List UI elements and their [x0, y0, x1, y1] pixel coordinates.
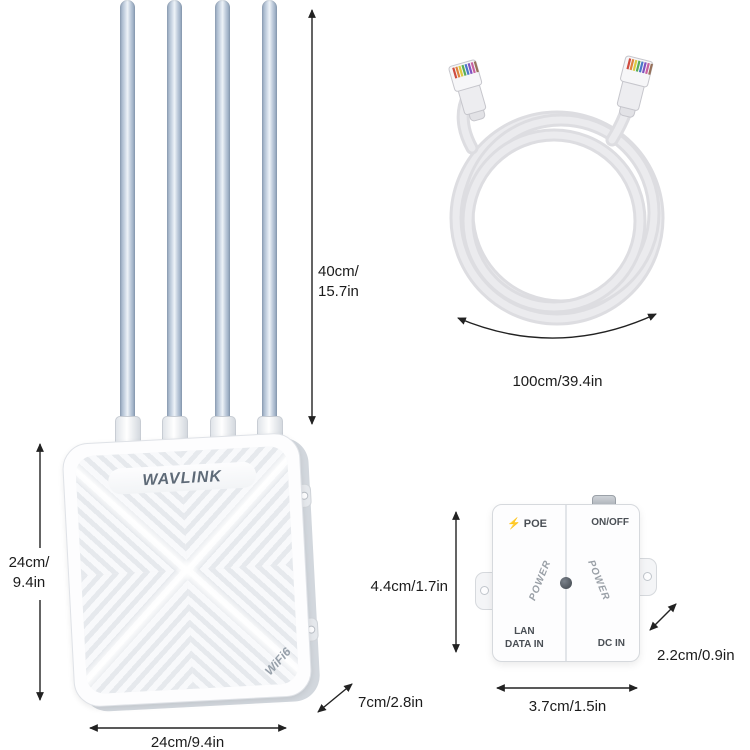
- router-front-face: WAVLINK WiFi6: [61, 431, 313, 709]
- cable-length-label: 100cm/39.4in: [512, 373, 603, 390]
- antenna-height-label: 40cm/ 15.7in: [318, 262, 359, 301]
- router-device: WAVLINK WiFi6: [61, 431, 321, 713]
- router-depth-arrow: [317, 683, 353, 713]
- poe-adapter: ⚡ POE ON/OFF POWER POWER LAN DATA IN DC …: [475, 495, 657, 662]
- router-height-line2: 9.4in: [12, 573, 46, 591]
- antenna-rod-4: [262, 0, 277, 422]
- cable-coil: [449, 89, 665, 326]
- rj45-connector-left: [448, 59, 487, 122]
- rj45-pins: [452, 61, 479, 79]
- router-height-label: 24cm/ 9.4in: [2, 553, 56, 592]
- router-height-line1: 24cm/: [8, 554, 50, 571]
- adapter-height-label: 4.4cm/1.7in: [370, 578, 448, 595]
- mounting-ear-left: [475, 572, 494, 610]
- power-label-left: POWER: [527, 558, 554, 603]
- router-depth-label: 7cm/2.8in: [358, 694, 424, 711]
- router-width-label: 24cm/9.4in: [150, 734, 225, 750]
- adapter-depth-label: 2.2cm/0.9in: [657, 647, 735, 664]
- antenna-rod-2: [167, 0, 182, 422]
- power-label-right: POWER: [585, 558, 612, 603]
- dc-in-label: DC IN: [597, 638, 625, 649]
- antenna-rod-1: [120, 0, 135, 422]
- lan-data-in-label: LAN DATA IN: [505, 625, 544, 651]
- antenna-height-line1: 40cm/: [318, 263, 359, 280]
- onoff-label: ON/OFF: [591, 517, 629, 528]
- poe-label: ⚡ POE: [507, 518, 547, 530]
- antenna-height-line2: 15.7in: [318, 282, 359, 300]
- rj45-connector-right: [616, 55, 654, 118]
- lan-label-line1: LAN: [514, 626, 535, 637]
- rj45-pins: [626, 58, 653, 75]
- mounting-ear-right: [638, 558, 657, 596]
- lan-label-line2: DATA IN: [505, 639, 544, 650]
- adapter-body: ⚡ POE ON/OFF POWER POWER LAN DATA IN DC …: [492, 504, 640, 662]
- antenna-rod-3: [215, 0, 230, 422]
- adapter-depth-arrow: [649, 603, 677, 631]
- cable-length-arrow: [457, 313, 657, 339]
- screw: [560, 577, 572, 589]
- adapter-width-label: 3.7cm/1.5in: [528, 698, 607, 715]
